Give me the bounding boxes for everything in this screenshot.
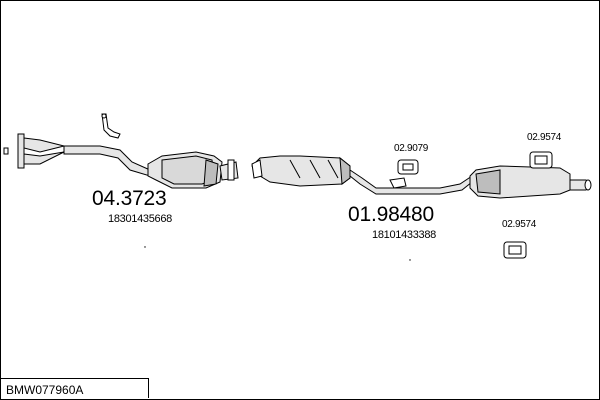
rear-silencer	[469, 165, 592, 199]
catalog-code-label: BMW077960A	[1, 378, 149, 398]
silencer-oem: 18101433388	[372, 229, 436, 241]
mount-3-number: 02.9574	[502, 219, 537, 230]
mount-1-number: 02.9079	[394, 143, 429, 154]
catalytic-converter-number: 04.3723	[92, 187, 167, 210]
dot-mark	[144, 246, 146, 248]
mount-1	[397, 159, 419, 175]
catalytic-converter-oem: 18301435668	[108, 213, 172, 225]
middle-silencer	[251, 155, 351, 187]
oxygen-sensor	[101, 113, 121, 139]
mount-2	[529, 151, 553, 169]
catalytic-converter	[147, 151, 239, 189]
silencer-number: 01.98480	[348, 203, 434, 226]
mount-3	[503, 241, 527, 259]
dot-mark	[409, 259, 411, 261]
mount-2-number: 02.9574	[527, 132, 562, 143]
front-pipe	[3, 133, 151, 177]
